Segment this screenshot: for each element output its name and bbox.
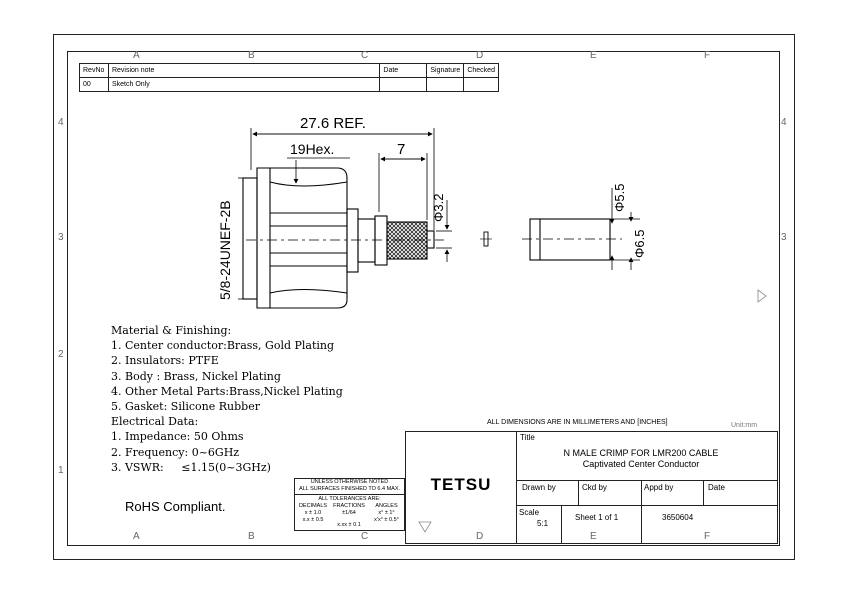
dim-ferrule-inner-label: Φ5.5 bbox=[612, 183, 627, 212]
note-line: 1. Center conductor:Brass, Gold Plating bbox=[111, 339, 335, 353]
part-number: 3650604 bbox=[662, 513, 694, 522]
tolerance-line1: UNLESS OTHERWISE NOTED bbox=[310, 479, 389, 485]
center-pin bbox=[426, 230, 435, 249]
dim-crimp-length-label: 7 bbox=[397, 141, 406, 158]
dim-crimp-length bbox=[378, 153, 428, 220]
note-line: 3. Body : Brass, Nickel Plating bbox=[111, 369, 281, 383]
rev-signature-cell bbox=[426, 77, 465, 92]
title-line2: Captivated Center Conductor bbox=[582, 459, 700, 469]
dim-hex bbox=[287, 157, 350, 184]
zone-label: D bbox=[476, 50, 484, 61]
material-notes: Material & Finishing: 1. Center conductor… bbox=[111, 323, 343, 475]
projection-symbol bbox=[757, 289, 767, 303]
dim-pin-dia bbox=[436, 200, 452, 262]
zone-label: F bbox=[704, 50, 711, 61]
zone-label: C bbox=[361, 50, 369, 61]
body-neck bbox=[346, 208, 359, 273]
tolerance-col2-head: FRACTIONS bbox=[333, 503, 365, 509]
zone-label: E bbox=[590, 50, 597, 61]
zone-label: 2 bbox=[58, 349, 64, 360]
zone-label: 3 bbox=[58, 232, 64, 243]
dim-ferrule-outer-label: Φ6.5 bbox=[632, 229, 647, 258]
zone-label: 4 bbox=[781, 117, 787, 128]
crimp-collar bbox=[357, 218, 376, 263]
crimp-sleeve-knurled bbox=[386, 221, 428, 260]
rev-checked-cell bbox=[463, 77, 499, 92]
scale-label: Scale bbox=[519, 508, 540, 517]
drawing-inner-border bbox=[67, 51, 780, 546]
note-line: Material & Finishing: bbox=[111, 324, 232, 337]
title-line1: N MALE CRIMP FOR LMR200 CABLE bbox=[563, 448, 719, 458]
zone-label: B bbox=[248, 531, 255, 542]
date-label: Date bbox=[708, 483, 725, 492]
zone-label: A bbox=[133, 50, 140, 61]
table-row: 00 Sketch Only bbox=[79, 77, 499, 92]
tolerance-col3-a: x° ± 1° bbox=[378, 510, 395, 516]
note-line: 5. Gasket: Silicone Rubber bbox=[111, 400, 260, 414]
zone-label: E bbox=[590, 531, 597, 542]
unit-note: Unit:mm bbox=[731, 422, 758, 429]
zone-label: B bbox=[248, 50, 255, 61]
tolerance-block bbox=[294, 478, 405, 531]
zone-label: 1 bbox=[58, 465, 64, 476]
rohs-label: RoHS Compliant. bbox=[125, 499, 226, 514]
crimp-shoulder bbox=[374, 215, 388, 266]
ckd-by-label: Ckd by bbox=[582, 483, 607, 492]
note-line: 4. Other Metal Parts:Brass,Nickel Platin… bbox=[111, 384, 343, 398]
revision-table: RevNo Revision note Date Signature Check… bbox=[79, 63, 499, 92]
dim-hex-label: 19Hex. bbox=[290, 141, 335, 157]
tolerance-col1-b: x.x ± 0.5 bbox=[302, 517, 324, 523]
zone-label: 4 bbox=[58, 117, 64, 128]
tolerance-line3: ALL TOLERANCES ARE: bbox=[318, 496, 381, 502]
tolerance-col2-a: ±1/64 bbox=[342, 510, 356, 516]
note-line: 3. VSWR: ≤1.15(0~3GHz) bbox=[111, 460, 271, 474]
coupling-nut-front bbox=[242, 177, 258, 300]
connector-body bbox=[242, 167, 435, 309]
dim-thread bbox=[238, 177, 243, 300]
tolerance-col3-head: ANGLES bbox=[375, 503, 398, 509]
rev-note-cell: Sketch Only bbox=[107, 77, 381, 92]
title-label: Title bbox=[520, 433, 535, 442]
scale-value: 5:1 bbox=[537, 519, 549, 528]
hex-body bbox=[256, 167, 348, 309]
tolerance-col3-b: x'x° ± 0.5° bbox=[374, 517, 399, 523]
zone-label: A bbox=[133, 531, 140, 542]
dim-overall-label: 27.6 REF. bbox=[300, 115, 366, 132]
dim-overall bbox=[250, 128, 435, 230]
appd-by-label: Appd by bbox=[644, 483, 674, 492]
tolerance-col2-b: x.xx ± 0.1 bbox=[337, 522, 361, 528]
note-line: 2. Frequency: 0~6GHz bbox=[111, 445, 240, 459]
company-logo: TETSU bbox=[430, 475, 492, 494]
rev-no-cell: 00 bbox=[79, 77, 109, 92]
note-line: 1. Impedance: 50 Ohms bbox=[111, 430, 244, 444]
drawn-by-label: Drawn by bbox=[522, 483, 556, 492]
zone-label: C bbox=[361, 531, 369, 542]
note-line: 2. Insulators: PTFE bbox=[111, 354, 219, 368]
crimp-ferrule bbox=[529, 218, 611, 261]
dim-pin-dia-label: Φ3.2 bbox=[431, 193, 446, 222]
zone-label: F bbox=[704, 531, 711, 542]
center-mark bbox=[418, 521, 432, 533]
dim-thread-label: 5/8-24UNEF-2B bbox=[217, 200, 233, 300]
dimensions-note: ALL DIMENSIONS ARE IN MILLIMETERS AND [I… bbox=[487, 419, 668, 426]
zone-label: D bbox=[476, 531, 484, 542]
dim-ferrule bbox=[609, 188, 640, 270]
tolerance-col1-head: DECIMALS bbox=[298, 503, 328, 509]
tolerance-line2: ALL SURFACES FINISHED TO 6.4 MAX. bbox=[298, 486, 401, 492]
sheet-number: Sheet 1 of 1 bbox=[575, 513, 619, 522]
note-line: Electrical Data: bbox=[111, 415, 199, 429]
zone-label: 3 bbox=[781, 232, 787, 243]
tolerance-col1-a: x ± 1.0 bbox=[304, 510, 322, 516]
drawing-outer-border bbox=[53, 34, 795, 560]
